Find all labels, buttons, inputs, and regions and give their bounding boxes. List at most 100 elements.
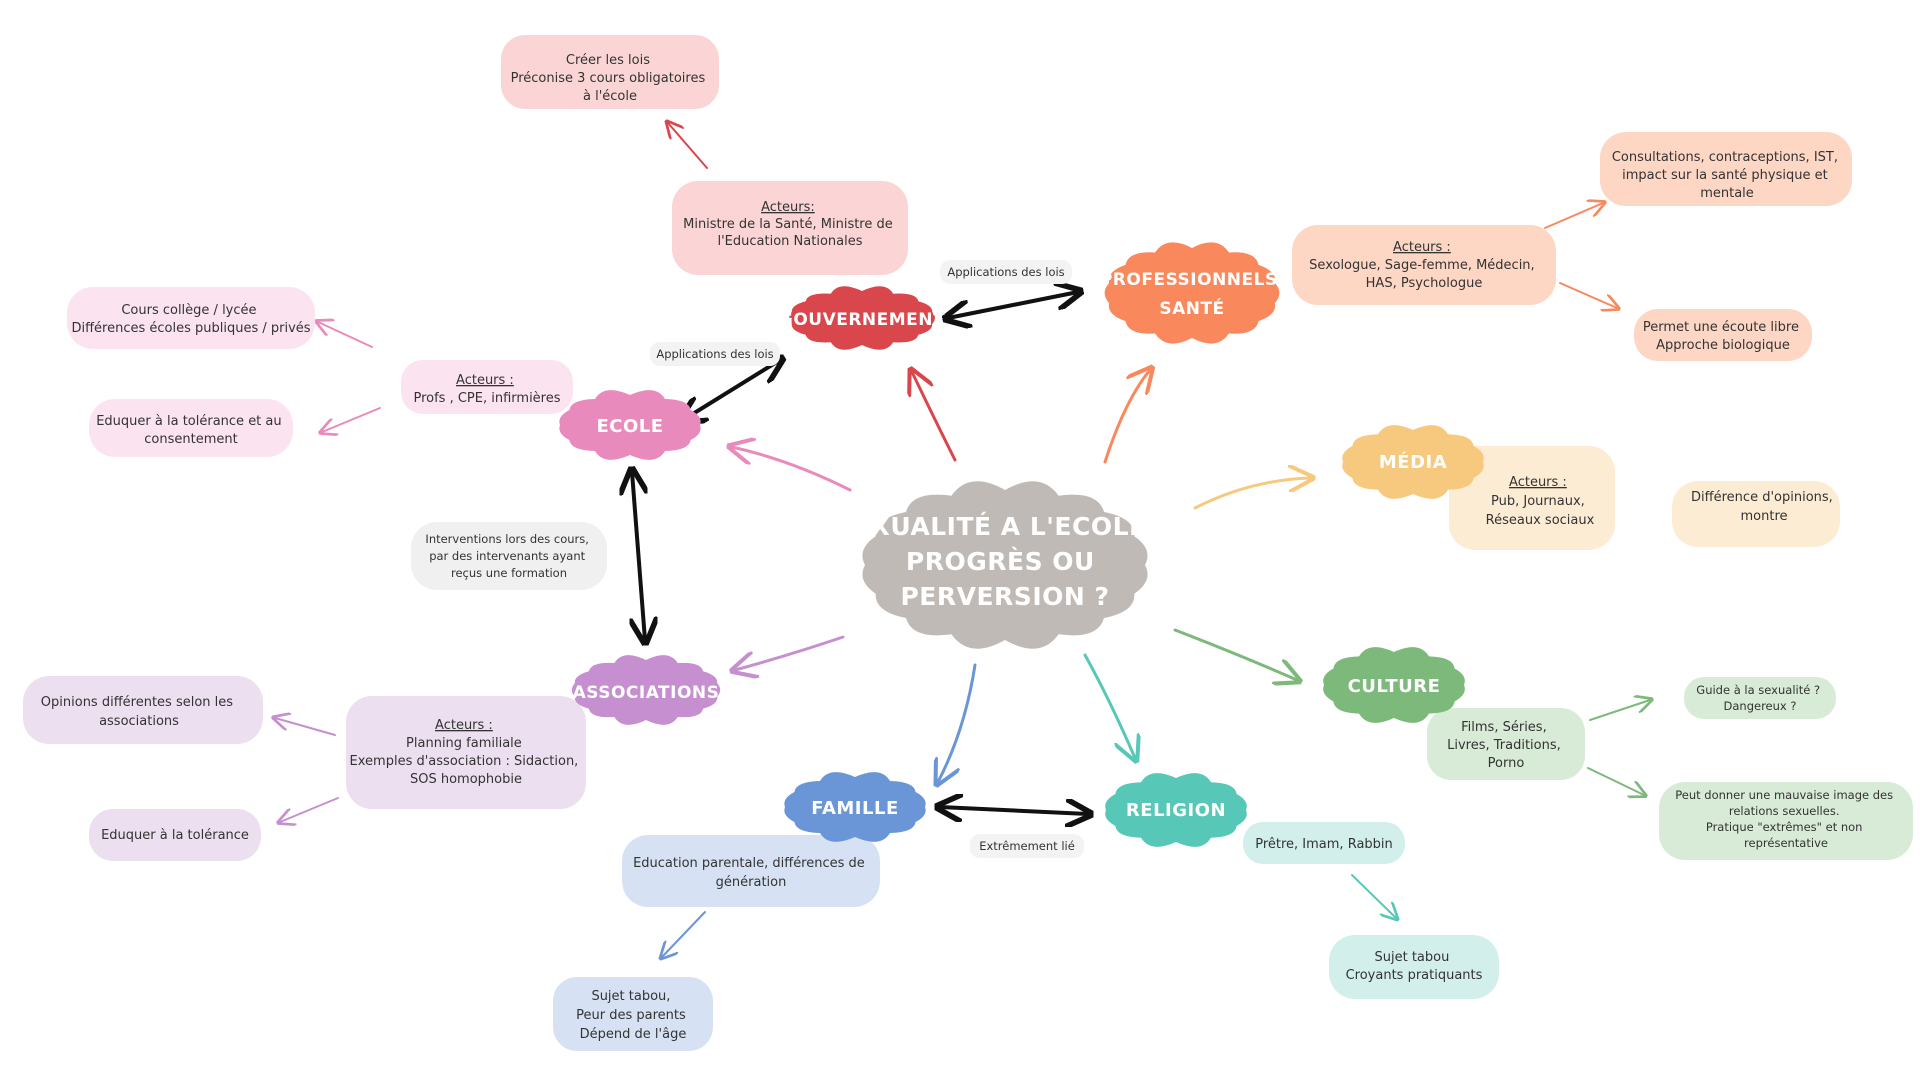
arrow-central-associations	[735, 635, 845, 670]
famille-education-line: génération	[716, 875, 787, 890]
famille-title: FAMILLE	[811, 798, 899, 819]
media-acteurs-box: Acteurs : Pub, Journaux, Réseaux sociaux	[1449, 446, 1615, 550]
culture-image-box: Peut donner une mauvaise image des relat…	[1659, 782, 1913, 860]
culture-films-line: Films, Séries,	[1461, 720, 1547, 735]
arrow-culture-guide	[1589, 700, 1650, 721]
svg-text:CULTURE: CULTURE	[1348, 676, 1441, 697]
hub-gouvernement: GOUVERNEMENT	[779, 286, 945, 350]
svg-text:Peut donner une mauvaise image: Peut donner une mauvaise image des relat…	[1675, 788, 1897, 850]
culture-guide-line: Dangereux ?	[1724, 699, 1797, 713]
svg-text:Créer les lois Préconi: Créer les lois Préconise 3 cours obligat…	[511, 53, 710, 104]
hub-associations: ASSOCIATIONS	[571, 655, 721, 725]
arrow-central-ecole	[732, 447, 852, 492]
associations-acteurs-box: Acteurs : Planning familiale Exemples d'…	[346, 696, 586, 809]
famille-tabou-line: Peur des parents	[576, 1008, 686, 1023]
arrow-ecole-eduquer	[322, 407, 381, 432]
arrow-central-religion	[1083, 653, 1135, 758]
svg-text:Prêtre, Imam, Rabbin: Prêtre, Imam, Rabbin	[1255, 837, 1393, 852]
svg-text:ASSOCIATIONS: ASSOCIATIONS	[573, 683, 720, 703]
culture-cloud-shape	[1323, 647, 1465, 723]
ecole-cours-line: Différences écoles publiques / privés	[71, 321, 310, 336]
associations-cloud-shape	[571, 655, 721, 725]
svg-text:Interventions lors des cours,: Interventions lors des cours, par des in…	[425, 532, 592, 580]
famille-tabou-box: Sujet tabou, Peur des parents Dépend de …	[553, 977, 713, 1051]
ecole-title: ECOLE	[596, 416, 663, 437]
famille-education-box: Education parentale, différences de géné…	[622, 835, 880, 907]
svg-text:PROFESSIONNELS SANTÉ: PROFESSIONNELS SANTÉ	[1100, 270, 1284, 319]
media-opinions-line: Différence d'opinions,	[1691, 490, 1833, 505]
ecole-eduquer-line: Eduquer à la tolérance et au	[96, 414, 281, 429]
sante-consultations-line: Consultations, contraceptions, IST,	[1612, 150, 1838, 165]
religion-title: RELIGION	[1126, 800, 1226, 821]
detail-boxes: Acteurs: Ministre de la Santé, Ministre …	[23, 35, 1913, 1051]
arrow-culture-image	[1587, 767, 1644, 795]
interventions-line: par des intervenants ayant	[429, 549, 585, 563]
arrow-religion-tabou	[1351, 874, 1396, 918]
sante-cloud-shape	[1104, 242, 1280, 344]
interventions-line: reçus une formation	[451, 566, 567, 580]
religion-acteurs-line: Prêtre, Imam, Rabbin	[1255, 837, 1393, 852]
sante-consultations-box: Consultations, contraceptions, IST, impa…	[1600, 132, 1852, 206]
svg-text:Acteurs : Sexologue, S: Acteurs : Sexologue, Sage-femme, Médecin…	[1309, 240, 1539, 291]
sante-consultations-line: impact sur la santé physique et	[1622, 168, 1828, 183]
svg-text:GOUVERNEMENT: GOUVERNEMENT	[779, 310, 945, 330]
associations-acteurs-line: SOS homophobie	[410, 772, 522, 787]
arrow-central-sante	[1103, 370, 1150, 464]
arrow-assoc-opinions	[275, 718, 336, 736]
sante-acteurs-line: Sexologue, Sage-femme, Médecin,	[1309, 258, 1535, 273]
ecole-acteurs-heading: Acteurs :	[456, 373, 514, 388]
sante-acteurs-box: Acteurs : Sexologue, Sage-femme, Médecin…	[1292, 225, 1556, 305]
svg-text:Consultations, contraceptions,: Consultations, contraceptions, IST, impa…	[1612, 150, 1842, 201]
hub-religion: RELIGION	[1105, 773, 1247, 847]
media-opinions-line: montre	[1740, 509, 1787, 524]
media-acteurs-line: Réseaux sociaux	[1486, 513, 1595, 528]
svg-text:SEXUALITÉ A L'ECOLE :: SEXUALITÉ A L'ECOLE : PROGRÈS OU PERVERS…	[834, 512, 1175, 611]
link-gouvernement-sante	[948, 292, 1078, 318]
svg-text:Acteurs: Ministre de l: Acteurs: Ministre de la Santé, Ministre …	[683, 200, 897, 249]
culture-title: CULTURE	[1348, 676, 1441, 697]
media-acteurs-line: Pub, Journaux,	[1491, 494, 1585, 509]
ecole-eduquer-box: Eduquer à la tolérance et au consentemen…	[89, 399, 293, 457]
ecole-acteurs-box: Acteurs : Profs , CPE, infirmières	[401, 360, 573, 414]
svg-text:Acteurs : Profs , CPE,: Acteurs : Profs , CPE, infirmières	[413, 373, 560, 406]
famille-education-line: Education parentale, différences de	[633, 856, 865, 871]
media-title: MÉDIA	[1379, 451, 1447, 473]
gouvernement-lois-line: Préconise 3 cours obligatoires	[511, 71, 706, 86]
interventions-line: Interventions lors des cours,	[425, 532, 589, 546]
associations-opinions-line: Opinions différentes selon les	[41, 695, 233, 710]
central-title-line: SEXUALITÉ A L'ECOLE :	[834, 512, 1166, 541]
media-cloud-shape	[1342, 425, 1484, 499]
ecole-cloud-shape	[559, 390, 701, 460]
link-famille-religion	[940, 807, 1088, 814]
associations-eduquer-box: Eduquer à la tolérance	[89, 809, 261, 861]
ecole-cours-line: Cours collège / lycée	[121, 303, 256, 318]
svg-text:Education parentale, différenc: Education parentale, différences de géné…	[633, 856, 869, 890]
culture-films-line: Livres, Traditions,	[1447, 738, 1561, 753]
link-ecole-associations	[632, 472, 645, 640]
culture-image-line: relations sexuelles.	[1729, 804, 1840, 818]
media-acteurs-heading: Acteurs :	[1509, 475, 1567, 490]
culture-image-line: Peut donner une mauvaise image des	[1675, 788, 1893, 802]
svg-text:ECOLE: ECOLE	[596, 416, 663, 437]
svg-text:Cours collège / lycée: Cours collège / lycée Différences écoles…	[71, 303, 310, 336]
hub-sante: PROFESSIONNELS SANTÉ	[1100, 242, 1284, 344]
link-label-gouvernement-sante: Applications des lois	[947, 265, 1064, 279]
link-label-famille-religion: Extrêmement lié	[979, 839, 1075, 853]
culture-guide-line: Guide à la sexualité ?	[1696, 683, 1820, 697]
culture-image-line: Pratique "extrêmes" et non	[1706, 820, 1863, 834]
associations-acteurs-line: Planning familiale	[406, 736, 522, 751]
central-cloud-shape	[862, 481, 1148, 649]
sante-ecoute-box: Permet une écoute libre Approche biologi…	[1634, 309, 1812, 361]
svg-text:Films, Séries, Livres,: Films, Séries, Livres, Traditions, Porno	[1447, 720, 1565, 771]
svg-text:Guide à la sexualité ?: Guide à la sexualité ? Dangereux ?	[1696, 683, 1823, 713]
sante-acteurs-line: HAS, Psychologue	[1366, 276, 1483, 291]
svg-text:Opinions différentes selon les: Opinions différentes selon les associati…	[41, 695, 237, 729]
famille-cloud-shape	[784, 772, 926, 842]
hub-clouds: SEXUALITÉ A L'ECOLE : PROGRÈS OU PERVERS…	[559, 242, 1484, 847]
gouvernement-acteurs-line: l'Education Nationales	[718, 234, 863, 249]
svg-text:FAMILLE: FAMILLE	[811, 798, 899, 819]
sante-ecoute-line: Approche biologique	[1656, 338, 1790, 353]
hub-famille: FAMILLE	[784, 772, 926, 842]
associations-opinions-box: Opinions différentes selon les associati…	[23, 676, 263, 744]
gouvernement-cloud-shape	[789, 286, 935, 350]
